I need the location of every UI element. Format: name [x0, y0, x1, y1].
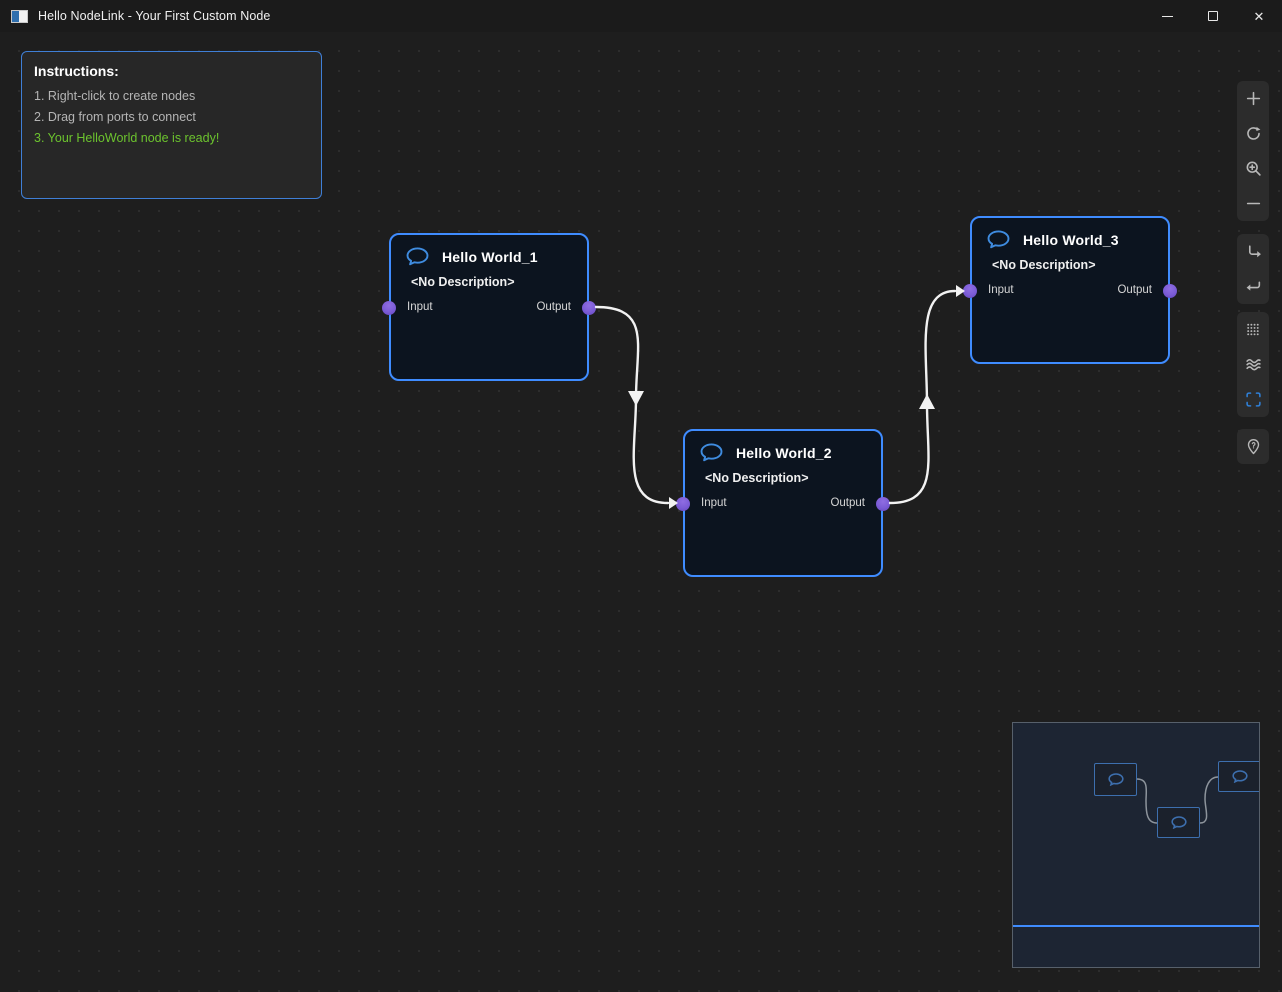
return-arrow-icon	[1246, 281, 1260, 291]
node-title: Hello World_3	[1023, 231, 1119, 248]
reset-view-button[interactable]	[1237, 116, 1269, 151]
chat-bubble-icon	[987, 230, 1010, 249]
minimap-wires	[1136, 776, 1219, 824]
instruction-step-2: 2. Drag from ports to connect	[34, 110, 196, 124]
return-button[interactable]	[1237, 269, 1269, 304]
app-icon	[11, 9, 28, 23]
fit-view-button[interactable]	[1237, 382, 1269, 417]
chat-bubble-icon	[1107, 773, 1124, 786]
add-button[interactable]	[1237, 81, 1269, 116]
minimize-icon	[1161, 15, 1173, 17]
maximize-button[interactable]	[1190, 0, 1236, 32]
zoom-in-icon	[1246, 161, 1261, 176]
maximize-icon	[1208, 11, 1218, 21]
minimap[interactable]	[1012, 722, 1260, 968]
node-header: Hello World_2	[700, 443, 881, 462]
toolbar-view-group	[1237, 312, 1269, 417]
node-header: Hello World_3	[987, 230, 1168, 249]
location-pin-icon	[1247, 439, 1259, 455]
instruction-step-1: 1. Right-click to create nodes	[34, 89, 196, 103]
output-port[interactable]	[876, 497, 890, 511]
zoom-out-button[interactable]	[1237, 186, 1269, 221]
output-label: Output	[536, 301, 571, 313]
port-labels: Input Output	[407, 301, 571, 313]
waves-icon	[1245, 358, 1261, 371]
output-port[interactable]	[1163, 284, 1177, 298]
dot-grid-icon	[1246, 323, 1259, 336]
node-title: Hello World_1	[442, 248, 538, 265]
toggle-waves-button[interactable]	[1237, 347, 1269, 382]
port-labels: Input Output	[988, 284, 1152, 296]
fit-view-icon	[1245, 392, 1261, 407]
close-button[interactable]: ✕	[1236, 0, 1282, 32]
instructions-panel: Instructions: 1. Right-click to create n…	[21, 51, 322, 199]
locate-button[interactable]	[1237, 429, 1269, 464]
minimap-node-3	[1218, 761, 1259, 792]
node-hello-world-1[interactable]: Hello World_1 <No Description> Input Out…	[382, 233, 596, 381]
toolbar-zoom-group	[1237, 81, 1269, 221]
node-description: <No Description>	[992, 258, 1096, 272]
chat-bubble-icon	[1231, 770, 1248, 783]
input-label: Input	[701, 497, 727, 509]
input-port[interactable]	[382, 301, 396, 315]
titlebar: Hello NodeLink - Your First Custom Node …	[0, 0, 1282, 32]
output-label: Output	[830, 497, 865, 509]
window-controls: ✕	[1144, 0, 1282, 32]
input-label: Input	[407, 301, 433, 313]
node-description: <No Description>	[705, 471, 809, 485]
chat-bubble-icon	[406, 247, 429, 266]
chat-bubble-icon	[700, 443, 723, 462]
redo-button[interactable]	[1237, 234, 1269, 269]
toolbar-history-group	[1237, 234, 1269, 304]
port-labels: Input Output	[701, 497, 865, 509]
toolbar-locate-group	[1237, 429, 1269, 464]
output-port[interactable]	[582, 301, 596, 315]
app-icon-right	[18, 10, 27, 22]
plus-icon	[1246, 91, 1260, 106]
minimap-node-2	[1157, 807, 1200, 838]
output-label: Output	[1117, 284, 1152, 296]
zoom-in-button[interactable]	[1237, 151, 1269, 186]
node-header: Hello World_1	[406, 247, 587, 266]
rotate-clockwise-icon	[1246, 126, 1260, 140]
close-icon: ✕	[1253, 8, 1265, 24]
redo-arrow-icon	[1248, 245, 1261, 258]
minus-icon	[1246, 202, 1260, 205]
instruction-step-3: 3. Your HelloWorld node is ready!	[34, 131, 220, 145]
minimap-node-1	[1094, 763, 1137, 796]
node-title: Hello World_2	[736, 444, 832, 461]
node-description: <No Description>	[411, 275, 515, 289]
input-port[interactable]	[676, 497, 690, 511]
window-title: Hello NodeLink - Your First Custom Node	[38, 9, 271, 23]
app-icon-left	[12, 10, 19, 22]
input-port[interactable]	[963, 284, 977, 298]
minimap-viewport-edge	[1013, 925, 1259, 927]
instructions-title: Instructions:	[34, 63, 119, 79]
input-label: Input	[988, 284, 1014, 296]
minimize-button[interactable]	[1144, 0, 1190, 32]
node-hello-world-3[interactable]: Hello World_3 <No Description> Input Out…	[963, 216, 1177, 364]
chat-bubble-icon	[1170, 816, 1187, 829]
toggle-grid-button[interactable]	[1237, 312, 1269, 347]
node-hello-world-2[interactable]: Hello World_2 <No Description> Input Out…	[676, 429, 890, 577]
